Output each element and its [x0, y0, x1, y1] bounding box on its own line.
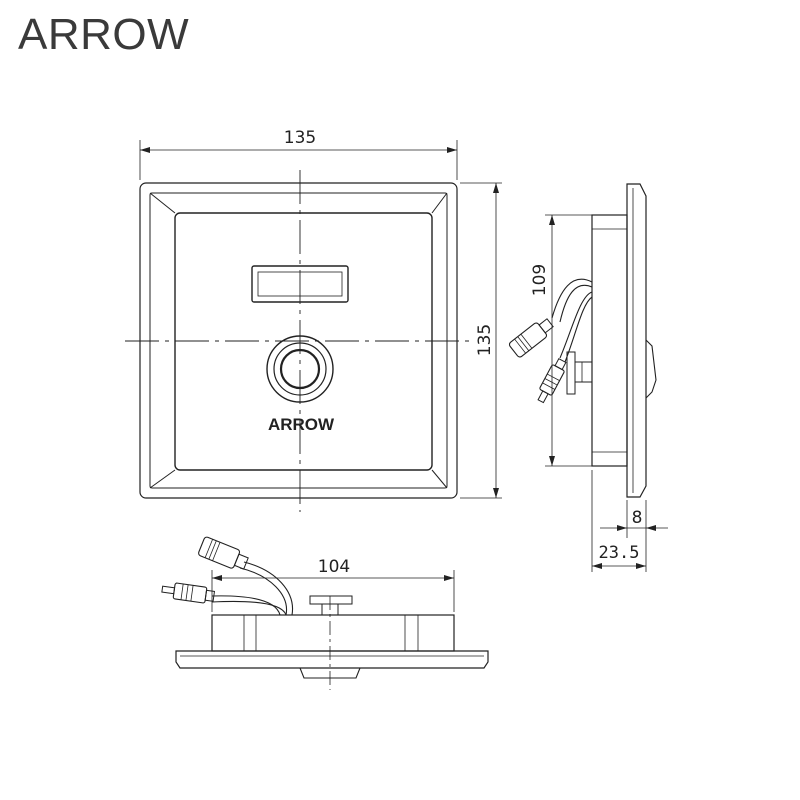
- bottom-cable-2: [211, 595, 281, 616]
- bottom-cable-1: [239, 567, 288, 616]
- side-button-bump: [645, 339, 657, 399]
- side-view: 109 8 23.5: [508, 183, 668, 572]
- bottom-width-label: 104: [318, 557, 350, 577]
- bottom-connector-female: [198, 536, 249, 570]
- front-height-label: 135: [475, 324, 495, 356]
- front-bevel-outer: [149, 192, 448, 489]
- bottom-face-plate: [175, 650, 489, 669]
- side-cable-2: [559, 291, 593, 359]
- front-width-label: 135: [284, 128, 316, 148]
- side-height-label: 109: [530, 264, 550, 296]
- side-connector-male: [537, 358, 567, 404]
- brand-title: ARROW: [18, 10, 190, 59]
- side-connector-female: [508, 318, 554, 358]
- bottom-connector-male: [161, 582, 216, 604]
- side-cable-1: [551, 278, 593, 319]
- bottom-valve: [309, 595, 353, 605]
- side-body: [591, 214, 628, 467]
- side-face-plate: [626, 183, 647, 498]
- front-view: ARROW 135 135: [125, 128, 502, 512]
- front-outer-plate: [139, 182, 458, 499]
- side-valve: [566, 351, 576, 395]
- side-depth-total-label: 23.5: [599, 543, 640, 563]
- front-logo: ARROW: [268, 415, 335, 434]
- front-inner-panel: [174, 212, 433, 471]
- side-depth-inner-label: 8: [632, 508, 643, 528]
- bottom-view: 104: [161, 536, 489, 690]
